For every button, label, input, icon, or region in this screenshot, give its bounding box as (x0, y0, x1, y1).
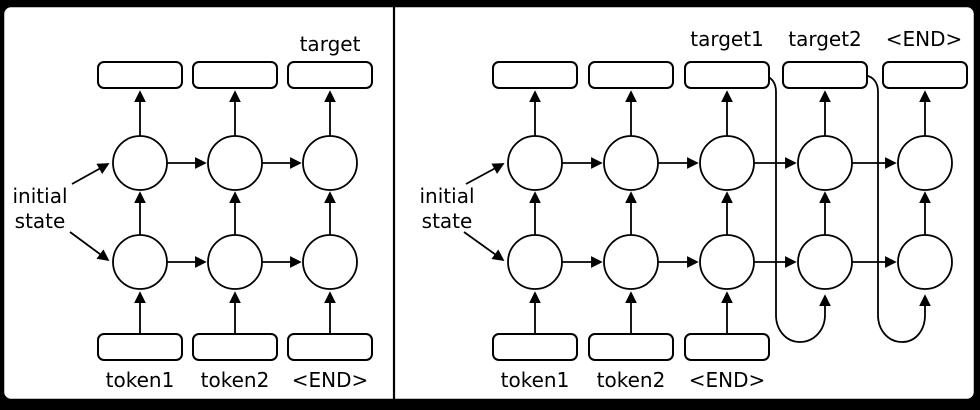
rnn-cell (797, 135, 853, 191)
rnn-cell (507, 135, 563, 191)
rnn-cell (603, 135, 659, 191)
output-box (192, 61, 278, 89)
output-box (492, 61, 578, 89)
output-box (97, 61, 183, 89)
output-box (782, 61, 868, 89)
output-box (588, 61, 674, 89)
feedback-arrow-target1 (762, 74, 831, 343)
right-end-output-label: <END> (885, 27, 963, 51)
left-token1-label: token1 (105, 368, 175, 392)
right-panel-shapes (463, 61, 968, 361)
input-box (492, 333, 578, 361)
output-box (684, 61, 770, 89)
rnn-cell (897, 234, 953, 290)
rnn-cell (897, 135, 953, 191)
input-box (684, 333, 770, 361)
input-box (97, 333, 183, 361)
left-token2-label: token2 (200, 368, 270, 392)
right-target1-label: target1 (690, 27, 764, 51)
input-box (588, 333, 674, 361)
rnn-cell (302, 135, 358, 191)
input-box (287, 333, 373, 361)
right-token1-label: token1 (500, 368, 570, 392)
right-target2-label: target2 (788, 27, 862, 51)
left-panel-shapes (69, 61, 373, 361)
rnn-cell (797, 234, 853, 290)
left-end-label: <END> (291, 368, 369, 392)
right-initial-state-label: initial state (419, 184, 475, 233)
rnn-cell (207, 234, 263, 290)
rnn-cell (302, 234, 358, 290)
input-box (192, 333, 278, 361)
rnn-cell (699, 135, 755, 191)
rnn-cell (112, 135, 168, 191)
arrow-initial-state-bottom (463, 231, 505, 262)
feedback-arrow-target2 (864, 74, 931, 343)
left-target-label: target (299, 32, 361, 56)
rnn-cell (207, 135, 263, 191)
right-end-input-label: <END> (688, 368, 766, 392)
right-token2-label: token2 (596, 368, 666, 392)
rnn-cell (603, 234, 659, 290)
rnn-cell (112, 234, 168, 290)
rnn-cell (699, 234, 755, 290)
output-box (287, 61, 373, 89)
arrow-initial-state-top (465, 163, 505, 185)
arrow-initial-state-bottom (69, 231, 110, 262)
output-box (882, 61, 968, 89)
rnn-cell (507, 234, 563, 290)
left-initial-state-label: initial state (12, 184, 68, 233)
arrow-initial-state-top (71, 163, 110, 185)
